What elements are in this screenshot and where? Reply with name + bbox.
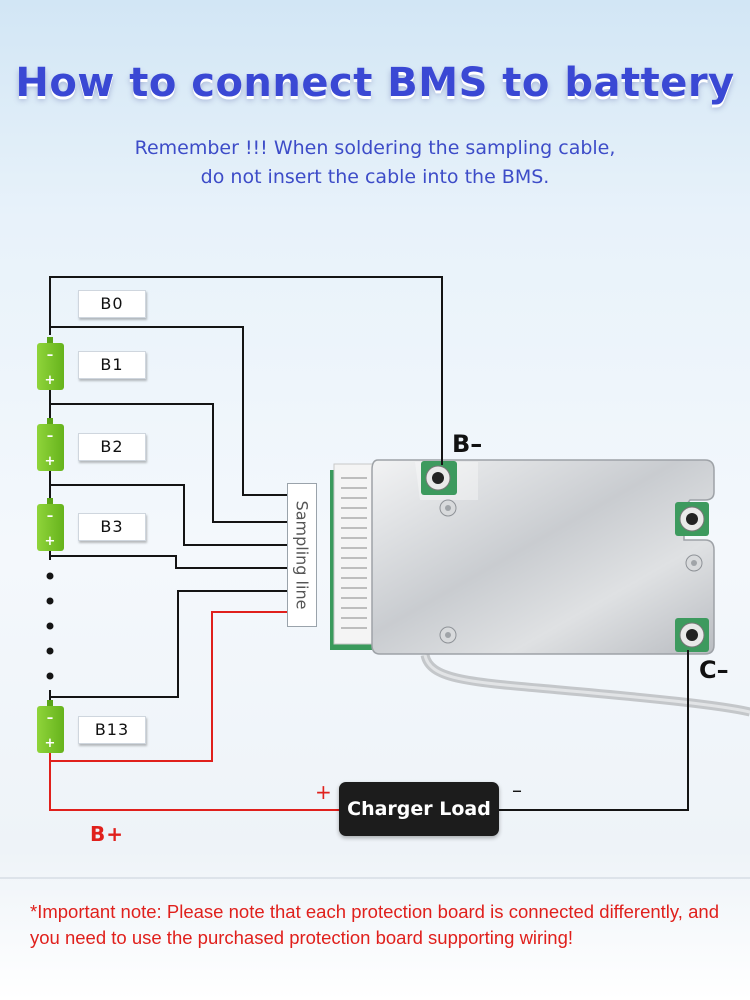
wire-b-minus [49, 276, 443, 465]
battery-minus-sign: – [47, 711, 54, 726]
wire-b3 [50, 555, 288, 569]
page-title: How to connect BMS to battery [15, 60, 735, 106]
subtitle-line-2: do not insert the cable into the BMS. [200, 166, 550, 188]
terminal-c-minus: C– [699, 656, 729, 684]
terminal-b-minus: B– [452, 430, 483, 458]
label-b0: B0 [78, 290, 146, 318]
battery-minus-sign: – [47, 509, 54, 524]
wire-b-plus [49, 752, 339, 811]
sampling-line-label: Sampling line [292, 500, 312, 610]
battery-plus-sign: + [45, 373, 56, 388]
label-b3: B3 [78, 513, 146, 541]
bms-heatsink [371, 459, 715, 655]
label-b13: B13 [78, 716, 146, 744]
bms-connector [333, 463, 375, 645]
battery-plus-sign: + [45, 534, 56, 549]
charger-load-box: Charger Load [339, 782, 499, 836]
bms-cable-highlight [423, 654, 750, 714]
battery-minus-sign: – [47, 429, 54, 444]
bms-screws [439, 499, 703, 644]
wire-b13 [50, 611, 288, 762]
battery-plus-sign: + [45, 454, 56, 469]
battery-minus-sign: – [47, 348, 54, 363]
sampling-line-box: Sampling line [287, 483, 317, 627]
battery-signs: – + – + – + – + [45, 348, 56, 751]
page-subtitle: Remember !!! When soldering the sampling… [0, 134, 750, 192]
battery-cell-1 [37, 337, 64, 390]
black-wires [49, 276, 689, 811]
subtitle-line-1: Remember !!! When soldering the sampling… [134, 137, 616, 159]
label-b1: B1 [78, 351, 146, 379]
battery-cell-3 [37, 498, 64, 551]
battery-cell-2 [37, 418, 64, 471]
bms-board [330, 459, 715, 655]
battery-cell-13 [37, 700, 64, 753]
battery-plus-sign: + [45, 736, 56, 751]
connector-pins [341, 477, 367, 629]
bms-terminal-pads [421, 461, 709, 652]
charger-minus-sign: – [512, 778, 522, 802]
label-b2: B2 [78, 433, 146, 461]
wire-b12 [50, 590, 288, 698]
wire-b0 [50, 326, 288, 496]
wire-c-minus [499, 650, 689, 811]
ellipsis-dots [46, 572, 54, 680]
charger-plus-sign: + [315, 780, 332, 804]
important-note: *Important note: Please note that each p… [30, 901, 719, 948]
wire-b1 [50, 403, 288, 523]
red-wires [49, 611, 339, 811]
wire-b2 [50, 484, 288, 546]
terminal-b-plus: B+ [90, 822, 125, 846]
